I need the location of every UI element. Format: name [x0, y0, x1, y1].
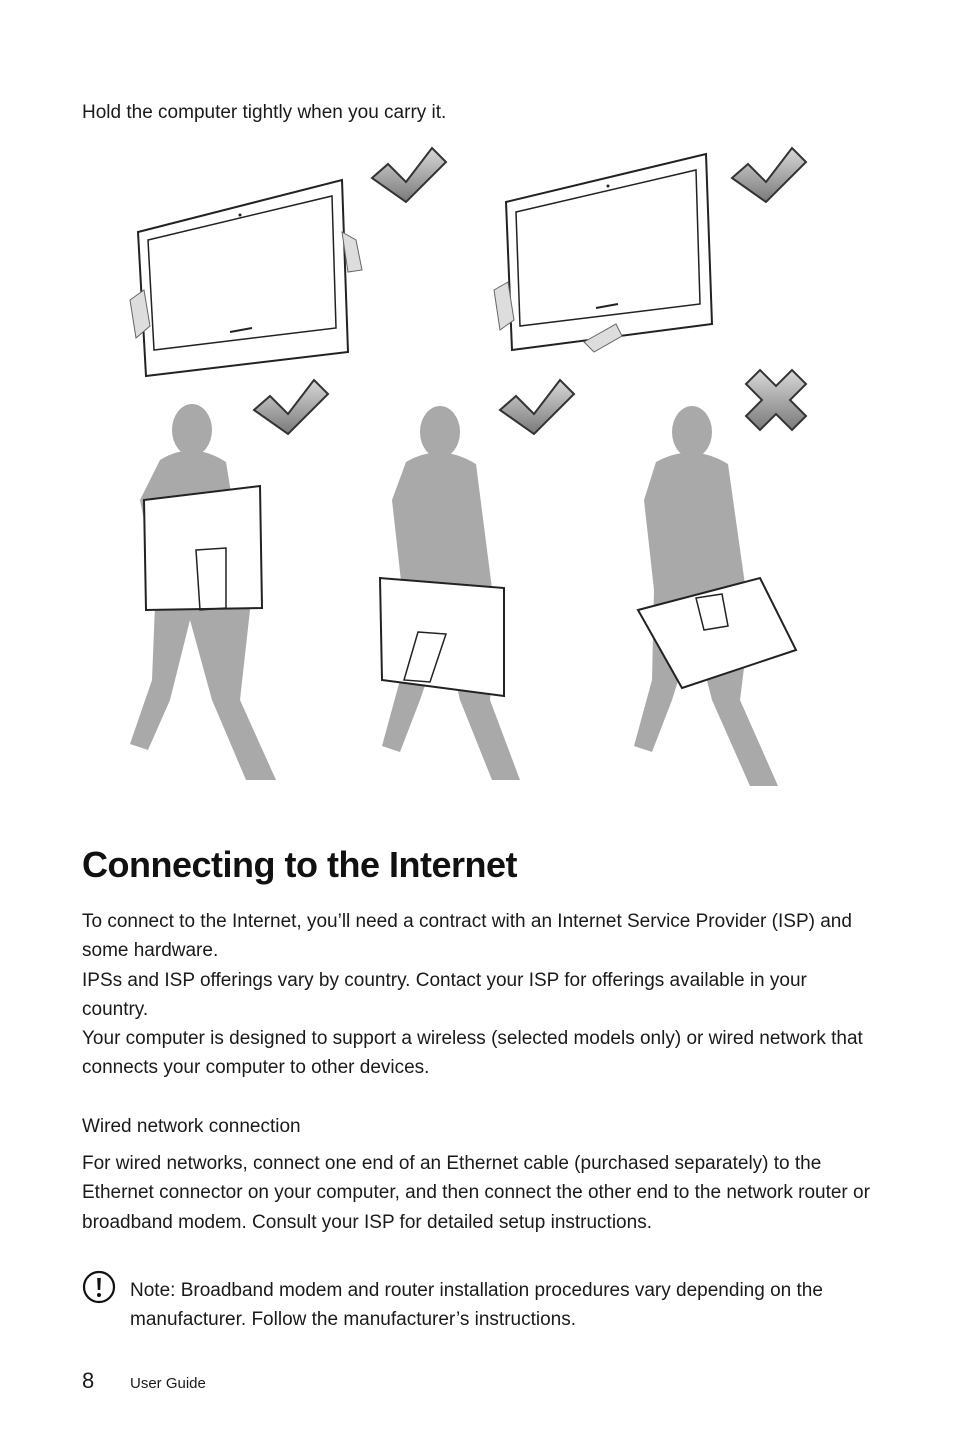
person-carrying-incorrect	[634, 406, 798, 786]
page-footer: 8 User Guide	[82, 1368, 482, 1398]
exclamation-circle-icon	[82, 1270, 116, 1304]
check-mark-icon	[370, 146, 448, 204]
wired-instructions-text: For wired networks, connect one end of a…	[82, 1153, 870, 1233]
intro-paragraphs: To connect to the Internet, you’ll need …	[82, 907, 872, 1083]
section-title: Connecting to the Internet	[82, 844, 517, 885]
carry-instructions-illustration	[100, 140, 820, 800]
paragraph-isp-offerings: IPSs and ISP offerings vary by country. …	[82, 969, 807, 1020]
note-body: Broadband modem and router installation …	[130, 1280, 823, 1331]
page-number: 8	[82, 1368, 95, 1393]
document-name: User Guide	[130, 1375, 206, 1392]
person-carrying-correct-2	[378, 406, 520, 780]
person-carrying-correct-1	[130, 404, 276, 780]
check-mark-icon	[730, 146, 808, 204]
check-mark-icon	[252, 378, 330, 436]
paragraph-isp-contract: To connect to the Internet, you’ll need …	[82, 911, 852, 962]
paragraph-network-support: Your computer is designed to support a w…	[82, 1028, 863, 1079]
monitor-held-sides	[129, 178, 363, 378]
note-label: Note:	[130, 1280, 176, 1301]
monitor-held-bottom	[493, 152, 714, 353]
check-mark-icon	[498, 378, 576, 436]
note-text: Note: Broadband modem and router install…	[130, 1276, 850, 1335]
intro-text: Hold the computer tightly when you carry…	[82, 102, 447, 123]
wired-subsection-title: Wired network connection	[82, 1116, 301, 1137]
cross-mark-icon	[744, 368, 808, 432]
